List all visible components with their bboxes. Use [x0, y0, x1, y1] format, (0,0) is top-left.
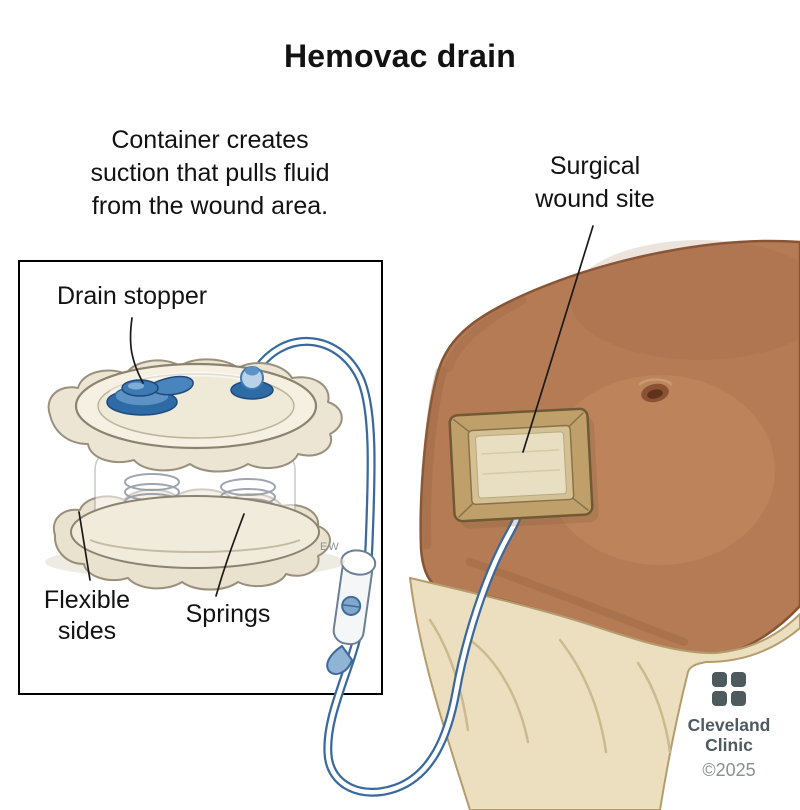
spring-coil [124, 473, 180, 491]
flexible-sides-line-2: sides [57, 617, 117, 645]
chest-shading [570, 240, 800, 360]
flexible-sides-label: Flexible sides [20, 585, 154, 647]
clamp-wheel-axle [343, 604, 360, 608]
page-title: Hemovac drain [283, 38, 517, 74]
dressing-corner-miters [453, 412, 589, 518]
clothing-fold [558, 638, 608, 754]
drain-stopper-graphic [106, 375, 194, 416]
wound-site-line-2: wound site [535, 185, 655, 213]
stopper-cap-highlight [128, 382, 144, 390]
container-annotation-line-2: suction that pulls fluid [90, 159, 330, 187]
dressing-pad [475, 431, 567, 499]
surgical-dressing [448, 407, 599, 529]
clothing-folds [428, 618, 672, 754]
drain-tube [249, 336, 525, 797]
navel-highlight [638, 378, 673, 386]
container-annotation: Container creates suction that pulls flu… [40, 124, 380, 223]
container-base [70, 495, 320, 569]
leader-line-flexible-sides [78, 511, 91, 581]
springs-label: Springs [185, 600, 271, 628]
leader-line-springs [215, 513, 245, 597]
cleveland-clinic-logo-icon [712, 672, 746, 706]
wound-site-annotation: Surgical wound site [500, 150, 690, 216]
tube-connector [326, 645, 353, 675]
brand-line-2: Clinic [705, 735, 753, 755]
container-annotation-line-3: from the wound area. [91, 192, 329, 220]
clothing-fold [468, 638, 530, 744]
brand-wordmark: Cleveland Clinic [664, 715, 794, 755]
brand-line-1: Cleveland [687, 715, 771, 735]
leader-line-drain-stopper [129, 317, 144, 384]
spring-coil [220, 478, 276, 496]
inset-box-border [18, 260, 383, 695]
port-tip [245, 366, 259, 376]
clamp-top-ring [340, 549, 377, 576]
clothing-fold [636, 661, 672, 754]
clothing [409, 577, 800, 810]
dressing-pad-texture [481, 449, 561, 475]
abdomen-illustration [409, 239, 800, 810]
tube-inner [251, 339, 523, 795]
navel-inner [647, 389, 663, 399]
cleveland-clinic-brand: Cleveland Clinic ©2025 [664, 672, 794, 781]
drain-stopper-label: Drain stopper [57, 282, 208, 310]
belly-highlight [545, 375, 775, 565]
clothing-fold [428, 618, 470, 732]
tubing-port [230, 366, 274, 400]
side-shading [420, 366, 447, 550]
navel [638, 378, 673, 403]
artist-signature: EW [320, 541, 340, 553]
hemovac-container [45, 358, 345, 591]
springs-graphic [124, 473, 276, 516]
container-annotation-line-1: Container creates [111, 126, 309, 154]
leader-lines [78, 225, 594, 597]
flexible-sides-line-1: Flexible [43, 586, 131, 614]
tube-clamp [332, 549, 377, 646]
chest-fold-shading [443, 295, 527, 373]
wound-site-line-1: Surgical [549, 152, 641, 180]
base-rim-line [89, 539, 301, 553]
belly-underfold-shadow [466, 558, 688, 646]
leader-line-wound-site [522, 225, 594, 453]
stopper-flip-tab [151, 375, 194, 396]
copyright-text: ©2025 [702, 760, 756, 780]
